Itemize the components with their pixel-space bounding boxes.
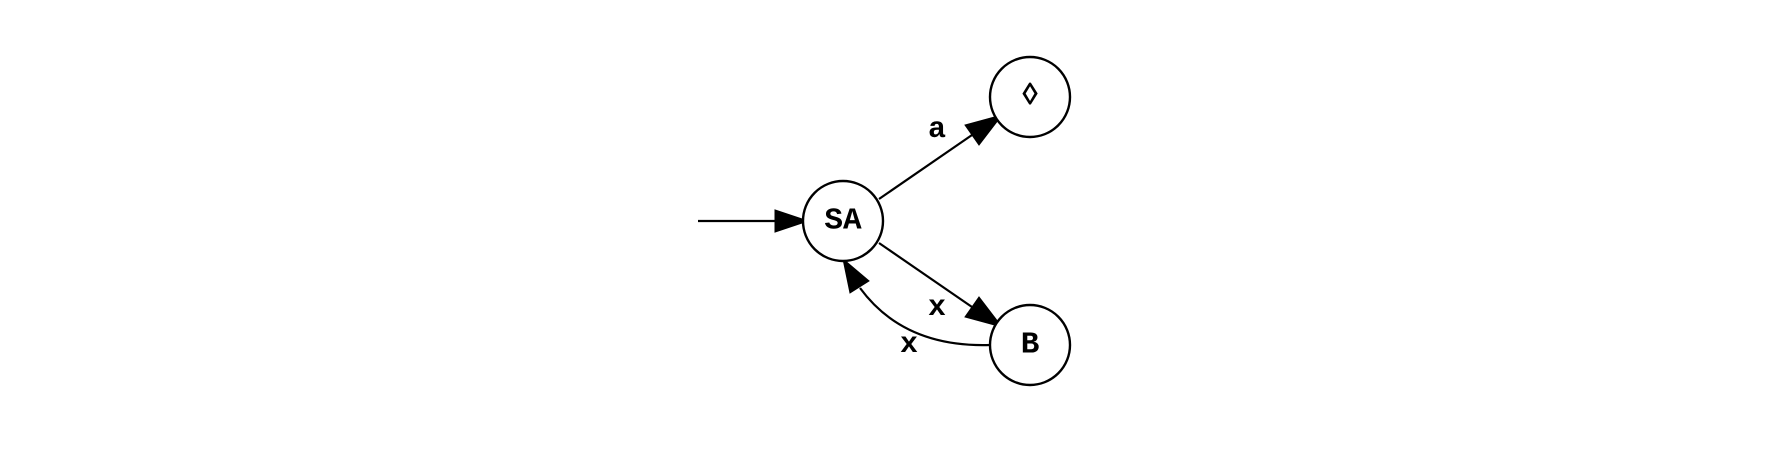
state-b-label: B (1021, 328, 1040, 363)
state-sa-label: SA (824, 204, 862, 239)
edge-label-a: a (928, 113, 946, 147)
edge-b-to-sa (842, 257, 991, 347)
edge-sa-to-b (878, 242, 1004, 328)
state-final: ◊ (988, 55, 1072, 139)
initial-arrow (698, 209, 810, 233)
state-final-label: ◊ (1021, 80, 1040, 115)
state-b: B (988, 303, 1072, 387)
edge-label-x-b-to-sa: x (900, 328, 918, 362)
state-sa: SA (801, 179, 885, 263)
edge-label-x-sa-to-b: x (928, 291, 946, 325)
edge-sa-to-final (878, 114, 1004, 200)
